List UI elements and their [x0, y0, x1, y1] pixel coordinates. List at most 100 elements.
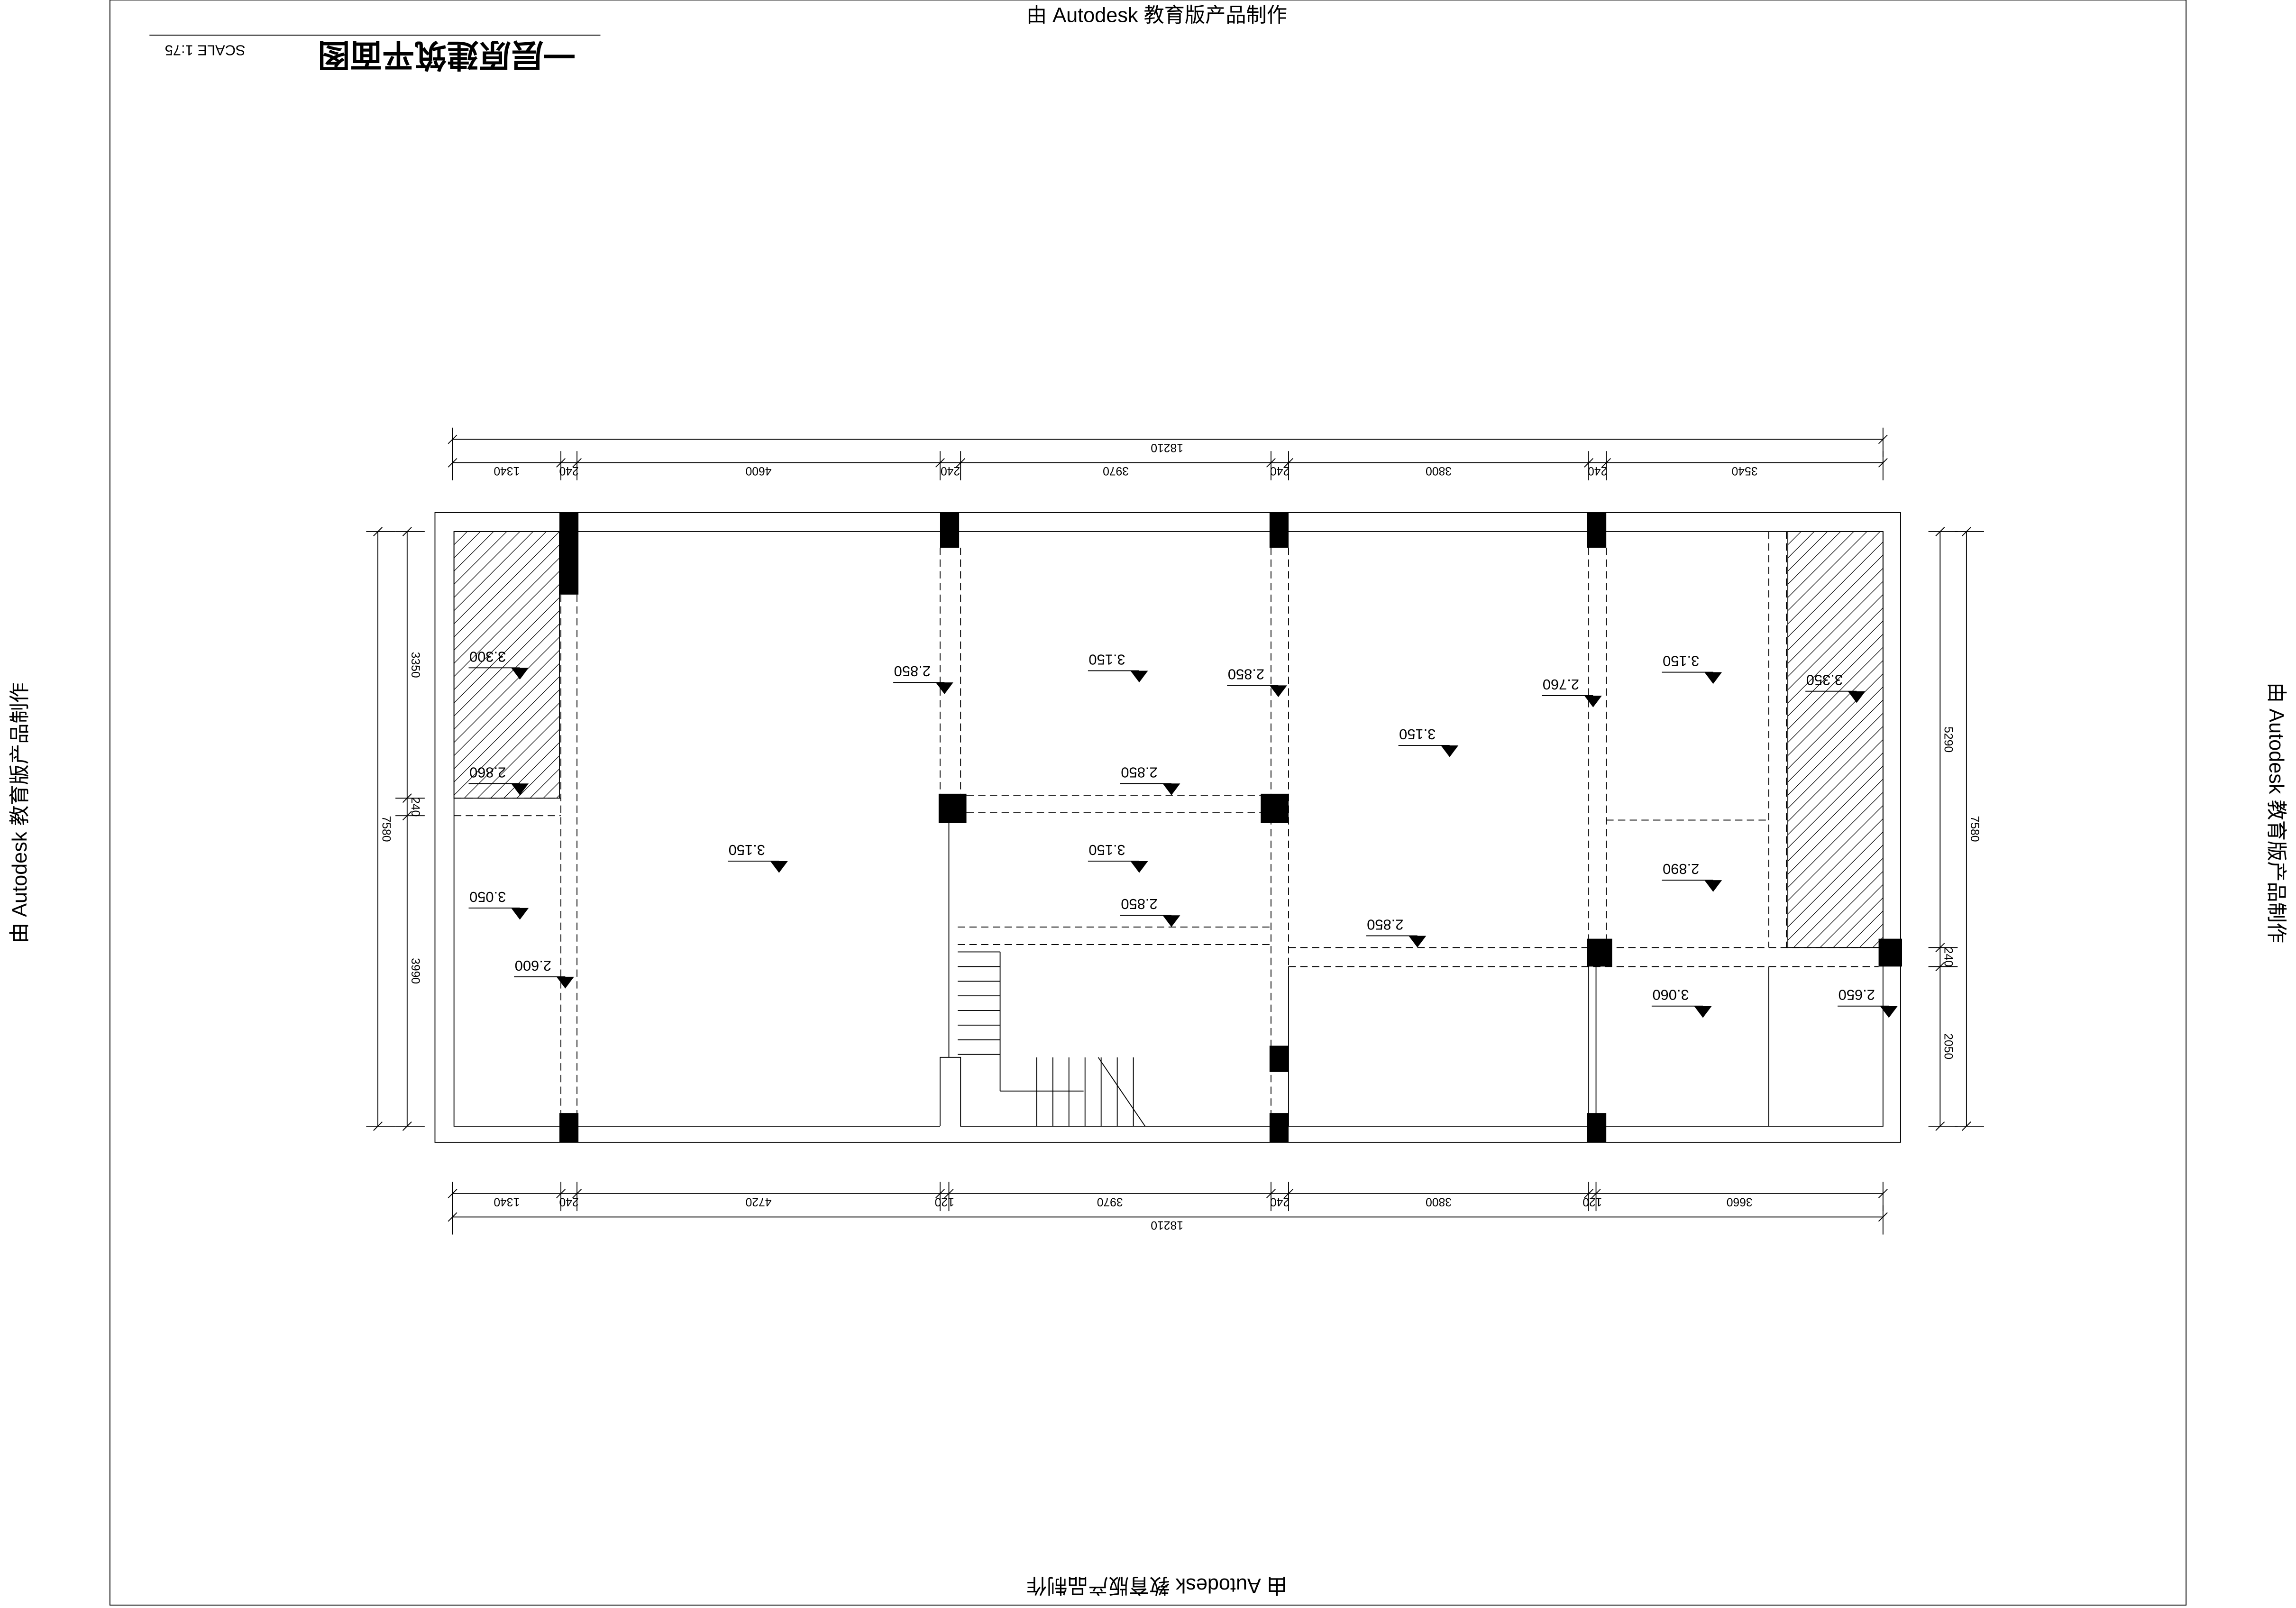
dimension-label-bottom: 3660 [1727, 1195, 1753, 1208]
dimension-label-total: 18210 [1151, 441, 1183, 454]
elevation-label: 2.860 [469, 764, 506, 781]
stairs [958, 951, 1134, 1126]
elevation-marker: 3.150 [1088, 651, 1148, 683]
dimension-label-bottom: 240 [559, 1195, 578, 1208]
walls [434, 512, 1901, 1143]
elevation-label: 2.600 [515, 957, 551, 974]
elevation-label: 3.150 [1663, 653, 1699, 670]
dimension-label-bottom: 1340 [494, 1195, 520, 1208]
dimension-label-bottom: 4720 [746, 1195, 772, 1208]
elevation-label: 3.050 [469, 889, 506, 905]
elevation-triangle-icon [1269, 685, 1287, 698]
hatched-area-right [1787, 531, 1884, 948]
dimension-label-total: 7580 [379, 816, 392, 842]
dimension-label-top: 240 [1588, 464, 1607, 477]
elevation-triangle-icon [770, 861, 788, 873]
elevation-label: 3.060 [1652, 987, 1689, 1003]
elevation-label: 2.850 [1367, 916, 1403, 933]
elevation-triangle-icon [1130, 671, 1148, 683]
elevation-marker: 3.050 [468, 889, 529, 920]
elevation-label: 3.300 [469, 648, 506, 665]
dimension-label-right: 5290 [1942, 726, 1955, 753]
drawing-border [109, 0, 2187, 1606]
elevation-triangle-icon [1441, 745, 1459, 757]
elevation-triangle-icon [1584, 695, 1602, 708]
elevation-label: 2.850 [1228, 666, 1264, 682]
elevation-triangle-icon [935, 682, 953, 694]
dimension-label-bottom: 120 [1583, 1195, 1602, 1208]
watermark-right: 由 Autodesk 教育版产品制作 [2265, 682, 2287, 943]
elevation-marker: 2.850 [1120, 764, 1180, 795]
beams-dashed [454, 532, 1879, 1113]
elevation-marker: 3.150 [1398, 726, 1459, 757]
elevation-label: 3.350 [1806, 672, 1843, 689]
elevation-triangle-icon [1704, 672, 1722, 684]
dimension-label-top: 1340 [494, 464, 520, 477]
watermark-top: 由 Autodesk 教育版产品制作 [1026, 4, 1287, 27]
elevation-label: 2.850 [1121, 764, 1157, 781]
elevation-marker: 3.150 [1662, 653, 1722, 684]
dimension-label-bottom: 120 [935, 1195, 954, 1208]
dimension-label-right: 240 [1942, 947, 1955, 967]
elevation-marker: 2.850 [1227, 666, 1287, 698]
elevation-triangle-icon [1162, 783, 1180, 795]
elevation-marker: 2.890 [1662, 861, 1722, 892]
elevation-triangle-icon [1694, 1006, 1712, 1018]
elevation-triangle-icon [1130, 861, 1148, 873]
elevation-label: 2.650 [1839, 987, 1875, 1003]
dimension-label-left: 3990 [409, 958, 421, 984]
dimension-label-left: 3350 [409, 652, 421, 678]
elevation-marker: 2.860 [468, 764, 529, 795]
dimension-label-top: 4600 [746, 464, 772, 477]
elevation-marker: 3.300 [468, 648, 529, 680]
elevation-label: 2.890 [1663, 861, 1699, 877]
dimension-label-total: 18210 [1151, 1219, 1183, 1231]
elevation-marker: 3.350 [1805, 672, 1866, 703]
elevation-markers: 3.300 2.860 3.050 2.600 3.150 2.850 3.150 2.850… [468, 648, 1898, 1018]
elevation-label: 2.850 [894, 663, 931, 680]
elevation-triangle-icon [556, 976, 574, 989]
elevation-marker: 3.150 [728, 842, 788, 873]
dimension-label-top: 3540 [1732, 464, 1758, 477]
scale-label: SCALE 1:75 [165, 42, 246, 59]
dimension-label-bottom: 3800 [1426, 1195, 1452, 1208]
elevation-marker: 2.760 [1542, 676, 1602, 708]
columns [559, 512, 1902, 1142]
dimension-label-bottom: 3970 [1097, 1195, 1123, 1208]
watermark-bottom: 由 Autodesk 教育版产品制作 [1026, 1574, 1287, 1597]
dimension-label-total: 7580 [1968, 816, 1981, 842]
elevation-triangle-icon [1704, 880, 1722, 892]
elevation-label: 2.760 [1543, 676, 1579, 693]
elevation-label: 3.150 [1089, 651, 1125, 668]
elevation-label: 3.150 [729, 842, 765, 858]
elevation-marker: 2.650 [1838, 987, 1898, 1018]
hatched-area-left [453, 531, 560, 799]
elevation-marker: 2.850 [893, 663, 953, 694]
dimension-label-right: 2050 [1942, 1033, 1955, 1059]
dimension-label-left: 240 [409, 797, 421, 817]
elevation-marker: 2.600 [514, 957, 574, 989]
elevation-label: 3.150 [1089, 842, 1125, 858]
dimension-label-top: 240 [559, 464, 578, 477]
drawing-title: 一层原建筑平面图 [318, 37, 576, 73]
elevation-triangle-icon [1409, 936, 1427, 948]
elevation-triangle-icon [511, 668, 529, 680]
elevation-marker: 2.850 [1366, 916, 1427, 948]
elevation-marker: 3.060 [1651, 987, 1712, 1018]
dimension-label-top: 3800 [1426, 464, 1452, 477]
elevation-triangle-icon [1848, 691, 1866, 703]
elevation-triangle-icon [1880, 1006, 1898, 1018]
dimension-label-top: 3970 [1103, 464, 1129, 477]
watermark-left: 由 Autodesk 教育版产品制作 [9, 682, 31, 943]
dimension-label-top: 240 [941, 464, 960, 477]
elevation-label: 3.150 [1399, 726, 1436, 743]
dimension-label-top: 240 [1270, 464, 1290, 477]
dimension-lines: 1340 240 4600 240 3970 240 3800 240 3540 1340 240 4… [366, 427, 1984, 1235]
elevation-marker: 3.150 [1088, 842, 1148, 873]
elevation-triangle-icon [511, 908, 529, 920]
elevation-triangle-icon [511, 783, 529, 795]
elevation-label: 2.850 [1121, 896, 1157, 912]
elevation-marker: 2.850 [1120, 896, 1180, 927]
dimension-label-bottom: 240 [1270, 1195, 1290, 1208]
